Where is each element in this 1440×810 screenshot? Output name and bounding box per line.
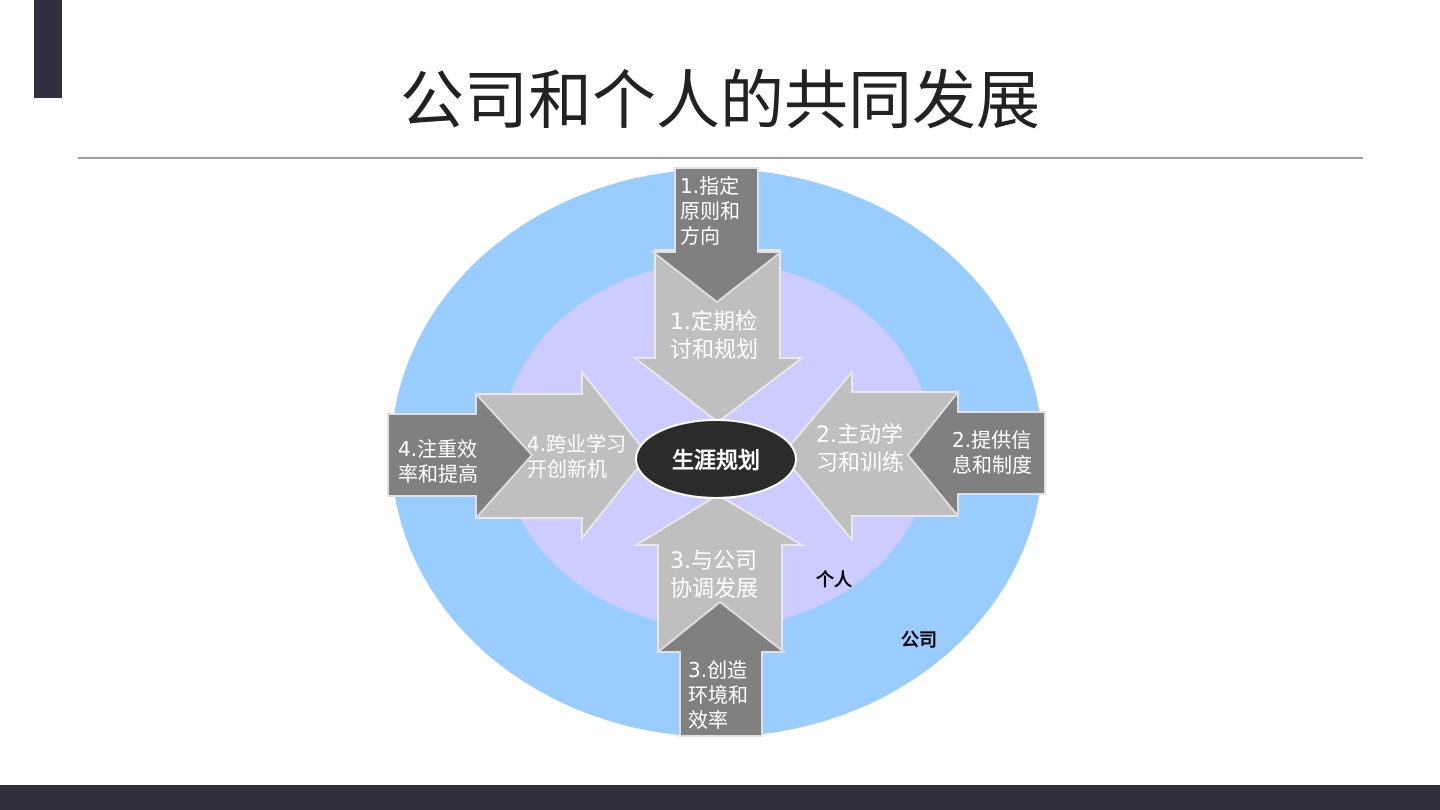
individual-action-3: 3.与公司 协调发展 — [670, 549, 759, 602]
title-divider — [78, 157, 1363, 159]
arrow-company-1 — [650, 167, 784, 304]
company-action-2: 2.提供信 息和制度 — [952, 428, 1032, 477]
slide-title: 公司和个人的共同发展 — [400, 65, 1040, 139]
company-action-3: 3.创造 环境和 效率 — [688, 658, 748, 732]
company-action-1: 1.指定 原则和 方向 — [680, 174, 740, 248]
arrow-company-4 — [387, 391, 534, 521]
company-action-4: 4.注重效 率和提高 — [398, 437, 478, 486]
footer-bar — [0, 785, 1440, 810]
individual-action-1: 1.定期检 讨和规划 — [670, 310, 759, 363]
arrow-individual-2 — [780, 369, 959, 543]
individual-action-4: 4.跨业学习 开创新机 — [527, 432, 627, 481]
inner-ring-label: 个人 — [816, 570, 852, 591]
individual-action-2: 2.主动学 习和训练 — [816, 423, 905, 476]
outer-ring-label: 公司 — [901, 630, 937, 651]
center-label: 生涯规划 — [671, 449, 760, 474]
arrow-company-3 — [655, 600, 787, 737]
center-node — [635, 419, 797, 499]
arrow-individual-4 — [475, 369, 650, 541]
corner-accent-bar — [34, 0, 62, 98]
arrow-company-2 — [906, 389, 1046, 519]
arrow-individual-1 — [632, 249, 805, 424]
arrow-individual-3 — [632, 493, 806, 653]
